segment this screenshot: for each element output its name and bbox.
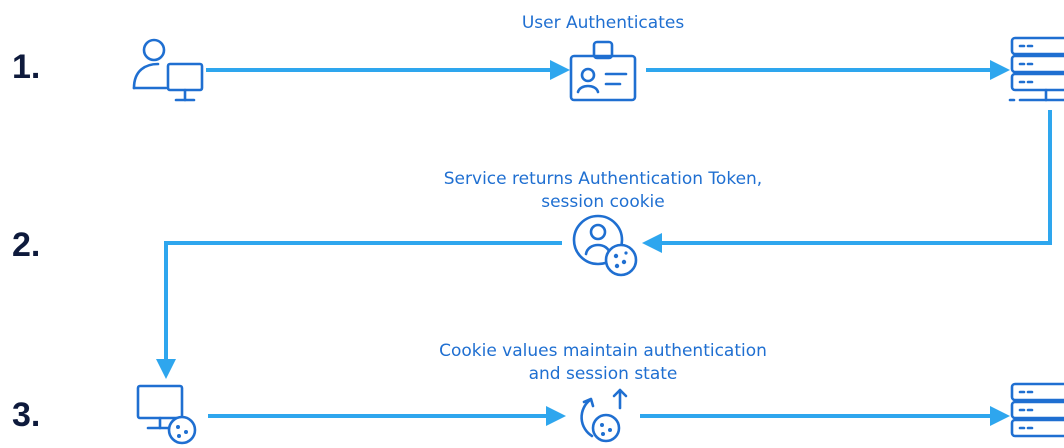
step-3-caption: Cookie values maintain authentication an… (393, 340, 813, 386)
caption-line: Service returns Authentication Token, (443, 169, 763, 189)
id-badge-icon (569, 40, 637, 102)
connector-cookie-to-computer (156, 241, 562, 379)
caption-line: and session state (528, 364, 678, 384)
connector-server-to-cookie (642, 110, 1052, 253)
computer-cookie-icon (136, 384, 197, 445)
caption-line: session cookie (541, 192, 665, 212)
server-icon (1008, 36, 1064, 102)
caption-line: User Authenticates (521, 13, 685, 33)
user-computer-icon (132, 38, 204, 102)
refresh-cookie-icon (580, 388, 628, 443)
caption-line: Cookie values maintain authentication (439, 341, 767, 361)
step-1-caption: User Authenticates (433, 12, 773, 35)
step-number-1: 1. (12, 48, 41, 86)
user-cookie-icon (572, 214, 638, 277)
step-number-3: 3. (12, 396, 41, 434)
server-icon-row3 (1010, 382, 1064, 438)
step-2-caption: Service returns Authentication Token, se… (393, 168, 813, 214)
step-number-2: 2. (12, 226, 41, 264)
